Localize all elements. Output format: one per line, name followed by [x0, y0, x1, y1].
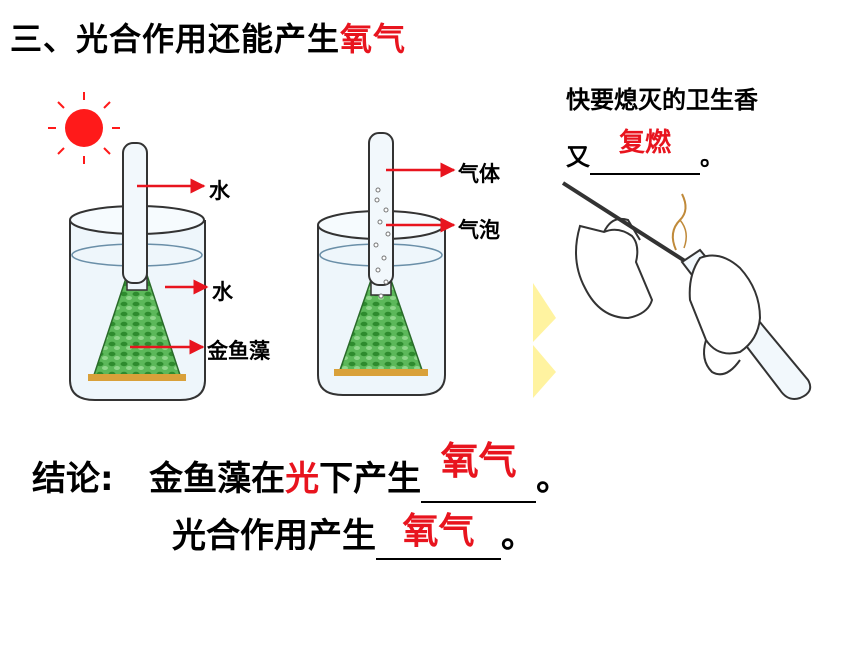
conclusion-answer-2: 氧气: [402, 511, 475, 552]
incense-statement: 快要熄灭的卫生香: [566, 86, 758, 114]
conclusion-text-b: 下产生: [319, 459, 422, 499]
incense-suffix: 。: [700, 143, 724, 171]
hands-incense-illustration: [561, 181, 812, 400]
left-apparatus: [69, 142, 209, 401]
incense-answer-blank: 复燃: [590, 128, 700, 175]
title-prefix: 三、光合作用还能产生: [10, 20, 341, 58]
right-apparatus: [317, 132, 456, 396]
conclusion-end-2: 。: [501, 516, 535, 556]
label-beaker-water: 水: [212, 280, 233, 304]
conclusion-text-c: 光合作用产生: [172, 516, 376, 556]
label-plant: 金鱼藻: [207, 339, 270, 363]
conclusion-label: 结论:: [32, 459, 114, 499]
conclusion-text-a: 金鱼藻在: [149, 459, 286, 499]
title-highlight: 氧气: [340, 20, 407, 58]
conclusion-answer-blank-2: 氧气: [376, 506, 501, 560]
conclusion-line-1: 结论: 金鱼藻在光下产生氧气。: [32, 439, 571, 503]
conclusion-answer-1: 氧气: [440, 439, 517, 483]
sun-icon: [48, 92, 120, 164]
conclusion-line-2: 光合作用产生氧气。: [172, 506, 535, 560]
label-gas: 气体: [458, 162, 500, 186]
label-tube-water: 水: [209, 179, 230, 203]
conclusion-answer-blank-1: 氧气: [421, 439, 537, 503]
light-wedge: [533, 345, 556, 398]
light-wedge: [533, 283, 556, 342]
conclusion-end-1: 。: [536, 459, 571, 499]
conclusion-highlight-light: 光: [285, 459, 320, 499]
incense-answer: 复燃: [618, 128, 671, 158]
incense-result: 又复燃。: [566, 128, 724, 175]
page-title: 三、光合作用还能产生氧气: [10, 14, 406, 60]
label-bubble: 气泡: [458, 218, 500, 242]
incense-prefix: 又: [566, 143, 590, 171]
